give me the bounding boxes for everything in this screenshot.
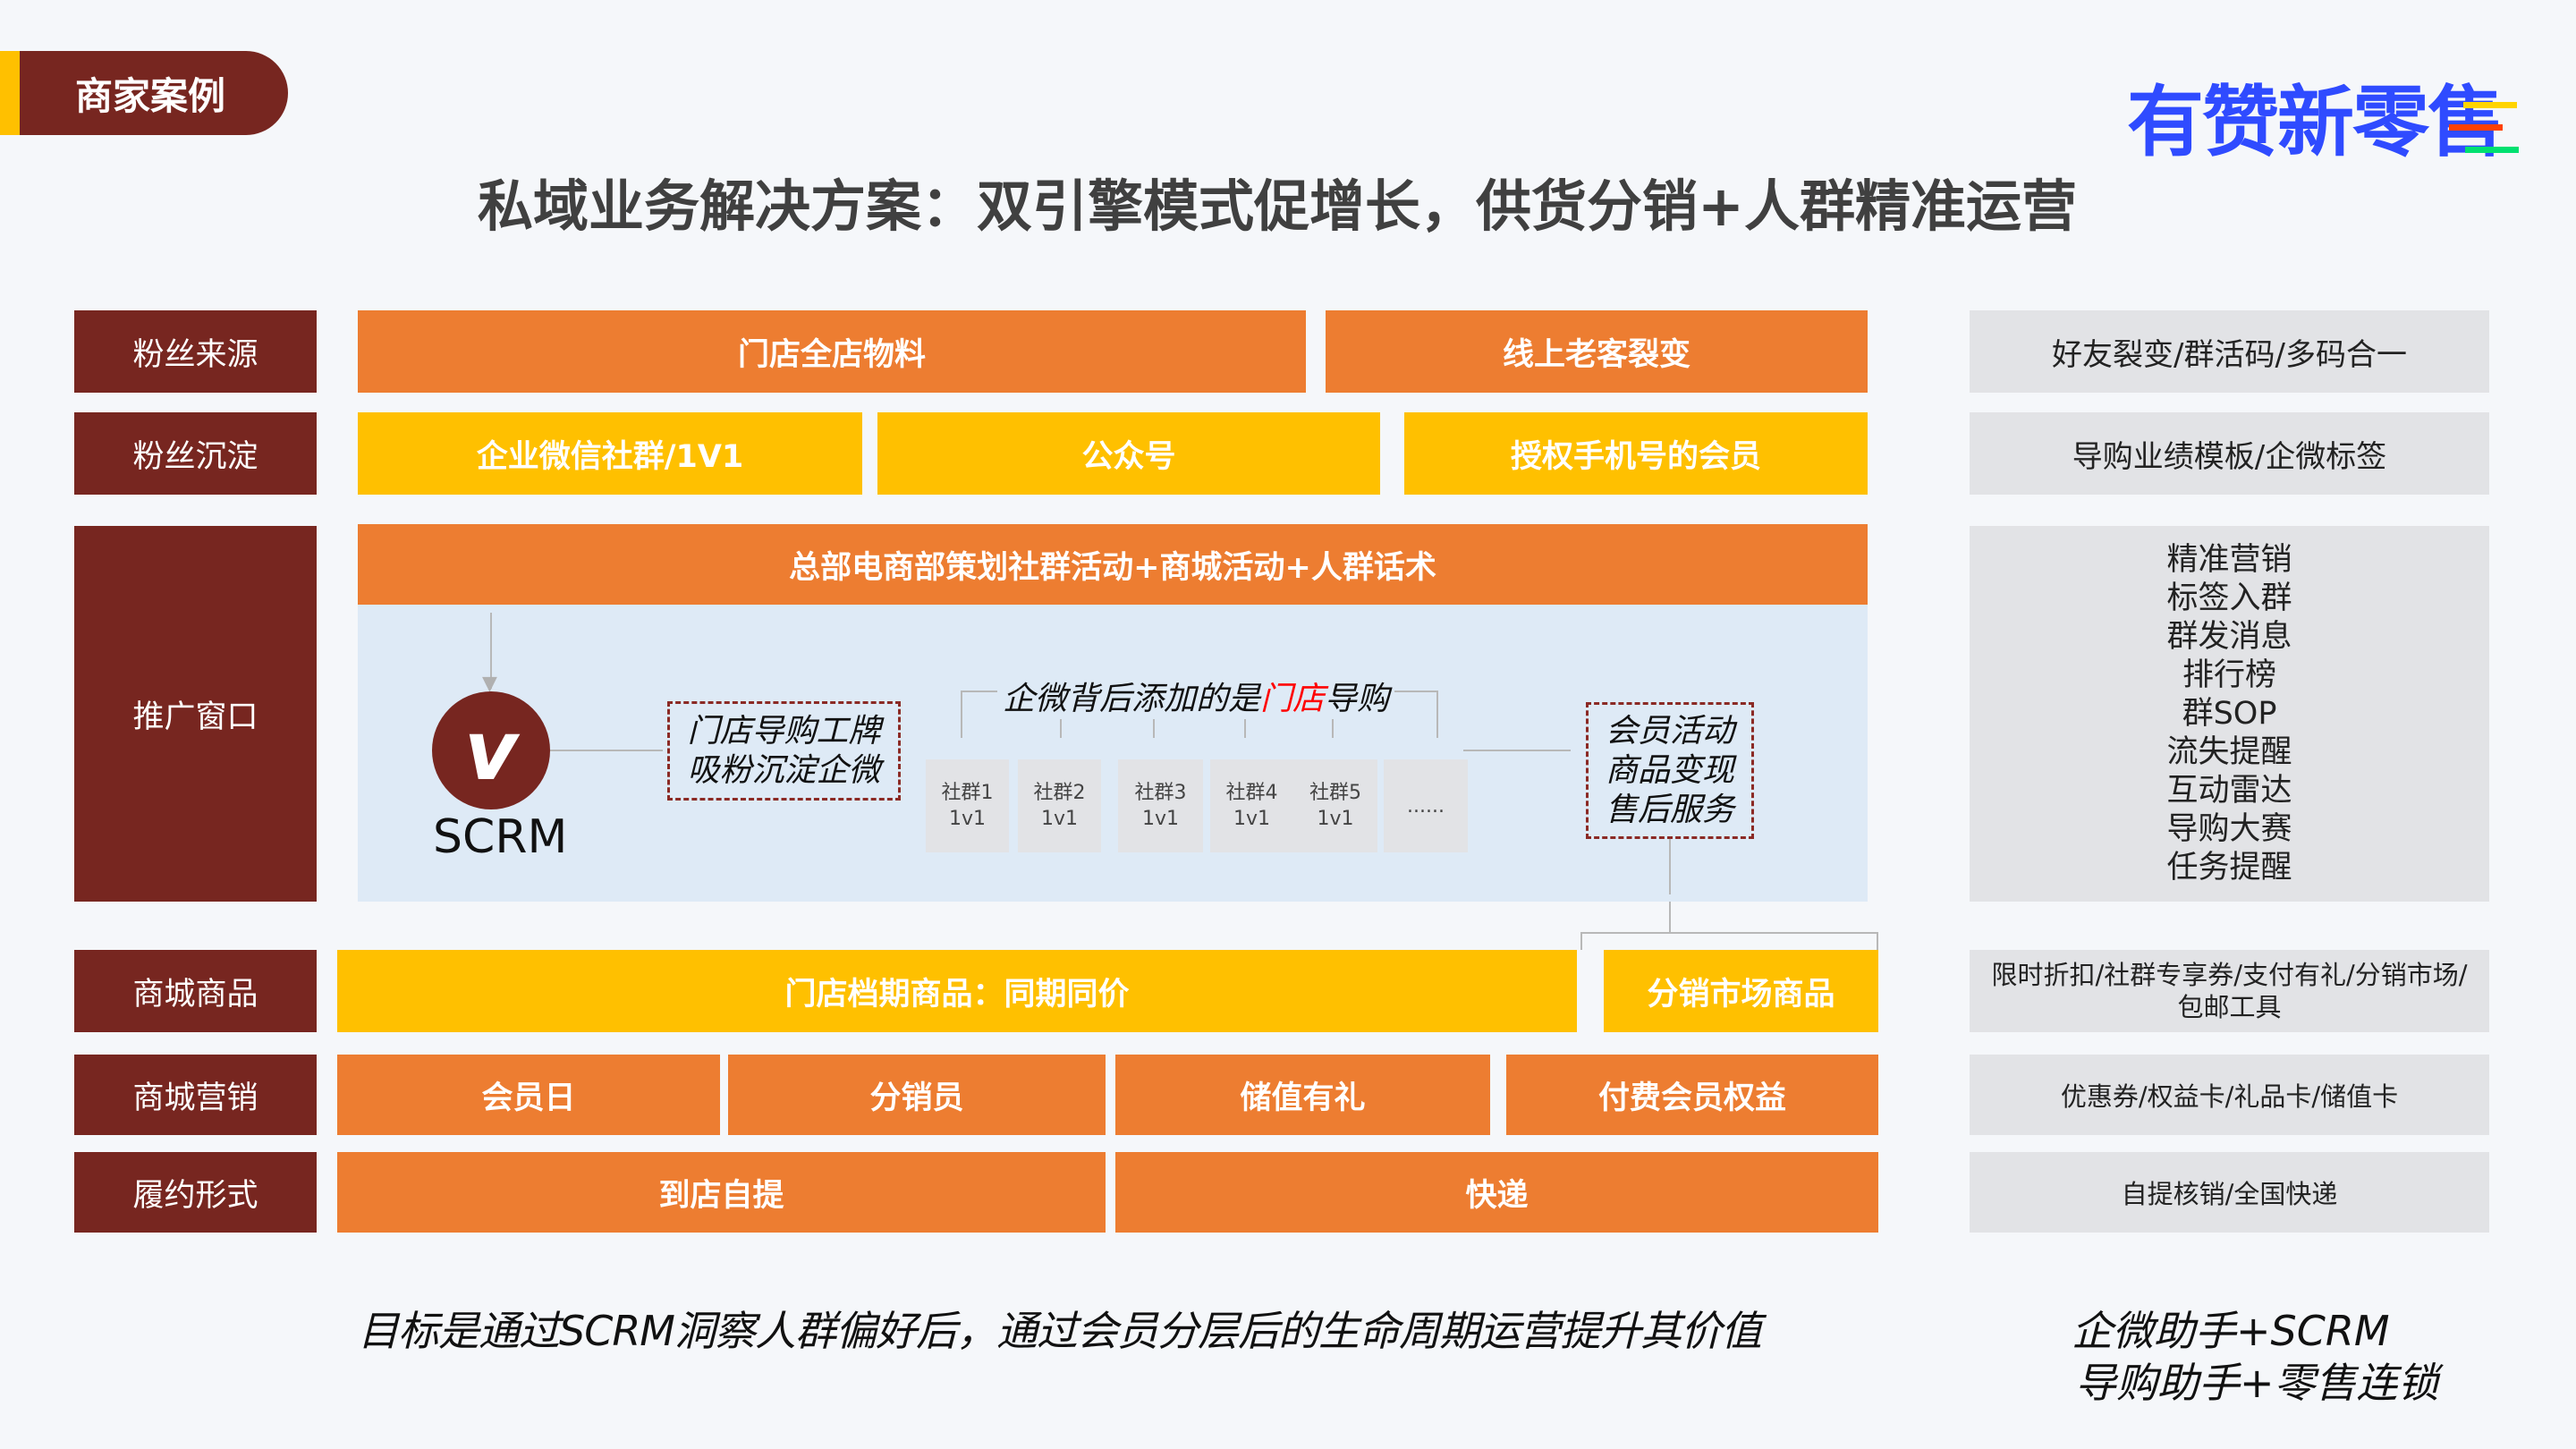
- scrm-logo-icon: v: [432, 691, 550, 809]
- bracket-label-highlight: 门店: [1260, 681, 1326, 717]
- bracket-label-text: 企微背后添加的是: [1003, 681, 1261, 717]
- member-activity-box: 会员活动 商品变现 售后服务: [1586, 702, 1754, 839]
- store-pickup: 到店自提: [337, 1152, 1106, 1233]
- page-title: 私域业务解决方案：双引擎模式促增长，供货分销+人群精准运营: [478, 174, 2077, 239]
- text: 流失提醒: [2166, 733, 2292, 770]
- text: ......: [1407, 794, 1445, 818]
- scrm-label: SCRM: [433, 810, 568, 864]
- text: 社群4: [1225, 782, 1278, 804]
- text: 社群5: [1309, 782, 1361, 804]
- guide-box-line: 吸粉沉淀企微: [687, 751, 881, 789]
- online-referral: 线上老客裂变: [1326, 310, 1868, 393]
- row-label-fan-source: 粉丝来源: [74, 310, 317, 393]
- member-box-line: 会员活动: [1605, 712, 1734, 750]
- official-account: 公众号: [877, 412, 1380, 495]
- distributor: 分销员: [728, 1055, 1106, 1135]
- bracket-label: 企微背后添加的是门店导购: [997, 673, 1395, 719]
- hq-campaign-header: 总部电商部策划社群活动+商城活动+人群话术: [358, 524, 1868, 605]
- row-label-fulfillment: 履约形式: [74, 1152, 317, 1233]
- guide-badge-box: 门店导购工牌 吸粉沉淀企微: [667, 701, 901, 801]
- distribution-market-products: 分销市场商品: [1604, 950, 1878, 1032]
- paid-member-benefits: 付费会员权益: [1506, 1055, 1878, 1135]
- text: 1v1: [1141, 808, 1179, 830]
- wecom-groups: 企业微信社群/1V1: [358, 412, 862, 495]
- row-label-promotion: 推广窗口: [74, 526, 317, 902]
- right-marketing-tools: 优惠券/权益卡/礼品卡/储值卡: [1970, 1055, 2489, 1135]
- text: 群发消息: [2166, 618, 2292, 655]
- express-delivery: 快递: [1115, 1152, 1878, 1233]
- section-tab-label: 商家案例: [75, 73, 226, 118]
- row-label-mall-marketing: 商城营销: [74, 1055, 317, 1135]
- member-day: 会员日: [337, 1055, 720, 1135]
- text: 1v1: [1233, 808, 1270, 830]
- arrow-down-icon: ▼: [482, 673, 497, 695]
- text: 排行榜: [2182, 657, 2276, 693]
- right-product-tools: 限时折扣/社群专享券/支付有礼/分销市场/包邮工具: [1970, 950, 2489, 1032]
- text: 社群2: [1033, 782, 1086, 804]
- row-label-mall-products: 商城商品: [74, 950, 317, 1032]
- member-box-line: 售后服务: [1605, 791, 1734, 828]
- goal-statement: 目标是通过SCRM洞察人群偏好后，通过会员分层后的生命周期运营提升其价值: [358, 1307, 1762, 1355]
- section-tab: 商家案例: [20, 51, 288, 135]
- right-fan-source-tools: 好友裂变/群活码/多码合一: [1970, 310, 2489, 393]
- logo: 有赞新零售: [2127, 59, 2538, 167]
- text: 导购大赛: [2166, 810, 2292, 847]
- text: 精准营销: [2166, 541, 2292, 578]
- right-retention-tools: 导购业绩模板/企微标签: [1970, 412, 2489, 495]
- store-period-products: 门店档期商品：同期同价: [337, 950, 1577, 1032]
- guide-box-line: 门店导购工牌: [687, 712, 881, 750]
- right-fulfillment-tools: 自提核销/全国快递: [1970, 1152, 2489, 1233]
- logo-text: 有赞新零售: [2127, 78, 2504, 167]
- flow-panel: [358, 605, 1868, 902]
- text: 1v1: [1317, 808, 1354, 830]
- tools-line-1: 企微助手+SCRM: [2072, 1307, 2390, 1355]
- row-label-fan-retention: 粉丝沉淀: [74, 412, 317, 495]
- text: 群SOP: [2182, 695, 2277, 732]
- text: 标签入群: [2166, 580, 2292, 616]
- group-card-more: ......: [1384, 759, 1468, 852]
- text: 互动雷达: [2166, 772, 2292, 809]
- text: 1v1: [1040, 808, 1078, 830]
- text: 社群3: [1134, 782, 1187, 804]
- authorized-members: 授权手机号的会员: [1404, 412, 1868, 495]
- text: 社群1: [941, 782, 994, 804]
- store-materials: 门店全店物料: [358, 310, 1306, 393]
- stored-value-gift: 储值有礼: [1115, 1055, 1490, 1135]
- tab-accent: [0, 51, 21, 135]
- tools-line-2: 导购助手+零售连锁: [2075, 1359, 2439, 1407]
- member-box-line: 商品变现: [1605, 751, 1734, 789]
- text: 1v1: [948, 808, 986, 830]
- bracket-label-text: 导购: [1325, 681, 1390, 717]
- text: 任务提醒: [2166, 849, 2292, 886]
